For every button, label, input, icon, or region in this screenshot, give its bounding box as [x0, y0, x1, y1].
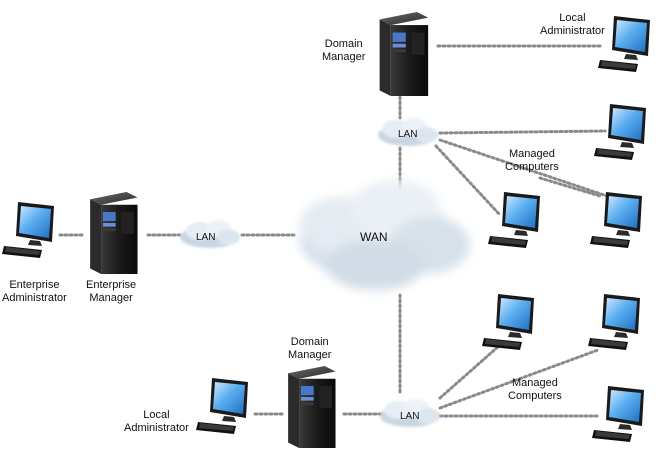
lan-label-top: LAN — [398, 129, 418, 140]
connector-managed-label-top — [538, 176, 602, 198]
connector-bottom-lan-to-pc2 — [438, 348, 600, 410]
wan-label: WAN — [360, 230, 388, 244]
connector-top-lan-to-pc1 — [438, 129, 607, 135]
lan-cloud-left — [180, 220, 240, 248]
lan-cloud-top — [378, 118, 438, 146]
enterprise-admin-computer-icon — [2, 202, 54, 258]
top-managed-computer-icon-3 — [590, 192, 642, 248]
connector-bottom-lan-to-pc1 — [438, 343, 502, 400]
wan-cloud — [300, 180, 470, 290]
top-domain-manager-server-icon — [379, 12, 429, 96]
lan-label-bottom: LAN — [400, 411, 420, 422]
connectors — [58, 44, 612, 418]
bottom-local-admin-computer-icon — [196, 378, 248, 434]
bottom-managed-computer-icon-1 — [482, 294, 534, 350]
bottom-managed-computer-icon-3 — [592, 386, 644, 442]
connector-top-lan-to-pc3 — [434, 144, 502, 217]
connector-top-lan-to-pc2 — [438, 138, 612, 199]
lan-cloud-bottom — [380, 399, 440, 427]
top-local-admin-computer-icon — [598, 16, 650, 72]
enterprise-manager-server-icon — [90, 192, 138, 274]
bottom-managed-computer-icon-2 — [588, 294, 640, 350]
lan-label-left: LAN — [196, 232, 216, 243]
bottom-domain-manager-server-icon — [288, 366, 336, 448]
top-managed-computer-icon-2 — [488, 192, 540, 248]
